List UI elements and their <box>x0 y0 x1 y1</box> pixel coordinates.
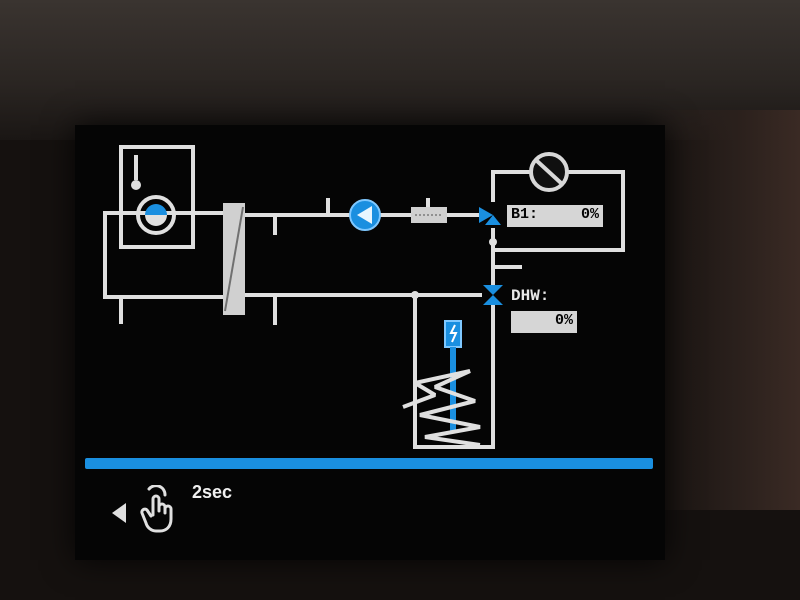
touch-hand-icon[interactable] <box>135 485 180 535</box>
coil-icon <box>402 369 481 447</box>
boiler-loop-pipe <box>491 170 625 252</box>
dhw-value: 0% <box>554 312 573 329</box>
pipe-junctions <box>411 238 497 299</box>
hold-duration-text: 2sec <box>192 482 233 502</box>
thermometer-icon <box>131 155 141 190</box>
progress-bar <box>85 458 653 469</box>
controller-screen: B1: 0% DHW: 0% 2sec <box>75 125 665 560</box>
filter-icon <box>411 207 447 223</box>
pump-icon <box>349 199 381 231</box>
dhw-value-box: 0% <box>511 311 577 333</box>
boiler-label: B1: <box>511 206 539 223</box>
dhw-label: DHW: <box>511 287 550 305</box>
boiler-value-box: B1: 0% <box>507 205 603 227</box>
heater-element-icon <box>444 320 462 433</box>
outdoor-unit-box <box>119 145 195 249</box>
dhw-tank-pipe <box>413 293 495 449</box>
device-bezel-right <box>640 110 800 510</box>
boiler-value: 0% <box>580 206 599 223</box>
fan-icon <box>136 195 176 235</box>
valve-icon <box>479 207 501 225</box>
back-arrow-icon[interactable] <box>112 503 126 523</box>
source-loop-pipe <box>103 211 225 299</box>
hydraulic-diagram <box>103 145 625 449</box>
heat-exchanger-icon <box>223 203 245 315</box>
dhw-valve-icon <box>483 285 503 305</box>
gauge-icon <box>529 152 569 192</box>
